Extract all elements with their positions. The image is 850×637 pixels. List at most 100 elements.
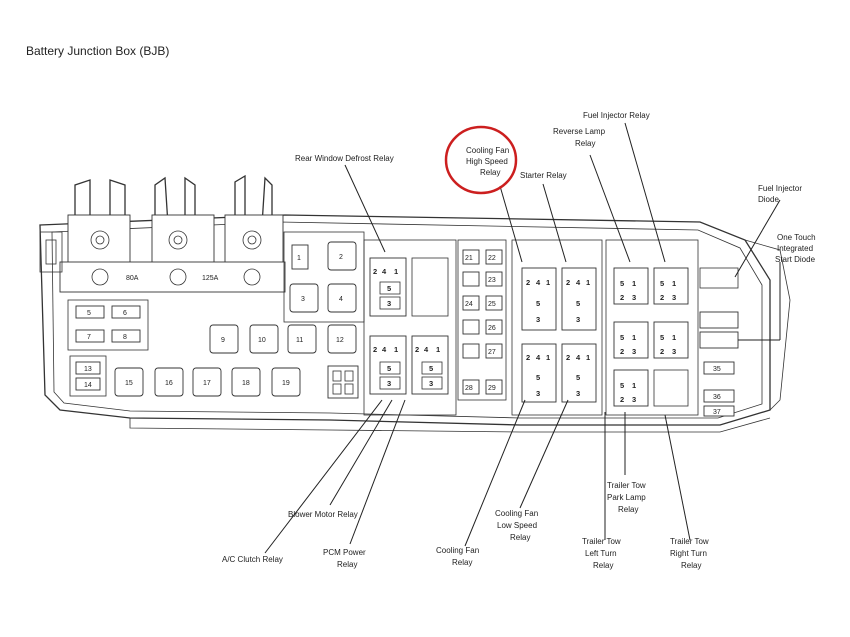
fuse-2: 2 bbox=[339, 254, 343, 261]
label-trailer-right-3: Relay bbox=[681, 561, 701, 570]
svg-text:1: 1 bbox=[672, 333, 676, 342]
svg-text:5: 5 bbox=[536, 373, 540, 382]
label-cooling-fan-high-3: Relay bbox=[480, 168, 500, 177]
label-fuel-injector-diode-1: Fuel Injector bbox=[758, 184, 802, 193]
svg-text:3: 3 bbox=[576, 315, 580, 324]
label-one-touch-3: Start Diode bbox=[775, 255, 816, 264]
label-trailer-park-2: Park Lamp bbox=[607, 493, 646, 502]
fuse-29: 29 bbox=[488, 385, 496, 392]
fuse-25: 25 bbox=[488, 301, 496, 308]
fuse-12: 12 bbox=[336, 337, 344, 344]
diode-and-fuse-column: 35 36 37 bbox=[699, 267, 739, 417]
fuse-80a: 80A bbox=[126, 275, 139, 282]
svg-text:4: 4 bbox=[382, 345, 387, 354]
label-cooling-fan-low-3: Relay bbox=[510, 533, 530, 542]
fuse-9: 9 bbox=[221, 337, 225, 344]
cartridge-fuse-top: 1 2 3 4 bbox=[283, 231, 365, 323]
svg-text:5: 5 bbox=[429, 364, 433, 373]
mega-fuse-block: 80A 125A bbox=[39, 174, 286, 293]
svg-text:2: 2 bbox=[620, 347, 624, 356]
label-cooling-fan-low-2: Low Speed bbox=[497, 521, 537, 530]
fuse-16: 16 bbox=[165, 380, 173, 387]
svg-text:4: 4 bbox=[536, 278, 541, 287]
svg-text:2: 2 bbox=[620, 293, 624, 302]
label-blower-motor-relay: Blower Motor Relay bbox=[288, 510, 358, 519]
label-cooling-fan-relay-1: Cooling Fan bbox=[436, 546, 479, 555]
svg-text:1: 1 bbox=[436, 345, 440, 354]
fuse-125a: 125A bbox=[202, 275, 219, 282]
fuse-17: 17 bbox=[203, 380, 211, 387]
diagram-title: Battery Junction Box (BJB) bbox=[26, 44, 169, 58]
fuse-37: 37 bbox=[713, 409, 721, 416]
fuse-7: 7 bbox=[87, 334, 91, 341]
svg-text:1: 1 bbox=[632, 279, 636, 288]
label-trailer-right-2: Right Turn bbox=[670, 549, 707, 558]
svg-text:4: 4 bbox=[382, 267, 387, 276]
relay-section-left: 2 4 1 5 3 2 4 1 5 3 2 4 1 5 3 bbox=[363, 239, 457, 416]
fuse-18: 18 bbox=[242, 380, 250, 387]
svg-text:5: 5 bbox=[387, 364, 391, 373]
label-pcm-power-2: Relay bbox=[337, 560, 357, 569]
label-trailer-left-3: Relay bbox=[593, 561, 613, 570]
label-fuel-injector-relay: Fuel Injector Relay bbox=[583, 111, 650, 120]
callout-labels: Rear Window Defrost Relay Cooling Fan Hi… bbox=[222, 111, 816, 570]
cartridge-fuse-row-lower: 15 16 17 18 19 bbox=[114, 367, 301, 397]
svg-text:1: 1 bbox=[586, 278, 590, 287]
fuse-4: 4 bbox=[339, 296, 343, 303]
svg-text:5: 5 bbox=[620, 279, 624, 288]
svg-text:5: 5 bbox=[620, 333, 624, 342]
label-trailer-park-3: Relay bbox=[618, 505, 638, 514]
label-one-touch-2: Integrated bbox=[777, 244, 813, 253]
svg-text:2: 2 bbox=[620, 395, 624, 404]
fuse-28: 28 bbox=[465, 385, 473, 392]
label-ac-clutch-relay: A/C Clutch Relay bbox=[222, 555, 283, 564]
fuse-14: 14 bbox=[84, 382, 92, 389]
svg-text:2: 2 bbox=[373, 267, 377, 276]
svg-text:5: 5 bbox=[660, 279, 664, 288]
label-cooling-fan-high-2: High Speed bbox=[466, 157, 508, 166]
fuse-1: 1 bbox=[297, 255, 301, 262]
svg-text:5: 5 bbox=[576, 373, 580, 382]
svg-text:1: 1 bbox=[546, 278, 550, 287]
svg-text:3: 3 bbox=[536, 389, 540, 398]
svg-text:3: 3 bbox=[387, 299, 391, 308]
label-cooling-fan-relay-2: Relay bbox=[452, 558, 472, 567]
svg-text:5: 5 bbox=[576, 299, 580, 308]
highlight-circle bbox=[444, 125, 518, 195]
label-pcm-power-1: PCM Power bbox=[323, 548, 366, 557]
svg-text:5: 5 bbox=[660, 333, 664, 342]
small-fuse-group: 5 6 7 8 13 14 bbox=[67, 299, 149, 397]
svg-text:3: 3 bbox=[576, 389, 580, 398]
fuse-21: 21 bbox=[465, 255, 473, 262]
svg-text:4: 4 bbox=[424, 345, 429, 354]
fuse-8: 8 bbox=[123, 334, 127, 341]
ac-clutch-relay-block bbox=[327, 365, 359, 399]
label-rear-window-defrost-relay: Rear Window Defrost Relay bbox=[295, 154, 394, 163]
svg-text:5: 5 bbox=[387, 284, 391, 293]
label-cooling-fan-high-1: Cooling Fan bbox=[466, 146, 509, 155]
fuse-24: 24 bbox=[465, 301, 473, 308]
svg-text:2: 2 bbox=[566, 353, 570, 362]
fuse-26: 26 bbox=[488, 325, 496, 332]
junction-box-outline bbox=[39, 214, 791, 433]
svg-text:3: 3 bbox=[632, 293, 636, 302]
fuse-13: 13 bbox=[84, 366, 92, 373]
svg-text:2: 2 bbox=[566, 278, 570, 287]
svg-text:3: 3 bbox=[632, 347, 636, 356]
svg-text:2: 2 bbox=[660, 347, 664, 356]
label-trailer-right-1: Trailer Tow bbox=[670, 537, 709, 546]
svg-text:3: 3 bbox=[387, 379, 391, 388]
fuse-11: 11 bbox=[296, 337, 303, 344]
fuse-22: 22 bbox=[488, 255, 496, 262]
svg-text:2: 2 bbox=[526, 353, 530, 362]
label-trailer-left-1: Trailer Tow bbox=[582, 537, 621, 546]
label-fuel-injector-diode-2: Diode bbox=[758, 195, 779, 204]
svg-text:4: 4 bbox=[576, 278, 581, 287]
svg-text:2: 2 bbox=[373, 345, 377, 354]
svg-text:5: 5 bbox=[620, 381, 624, 390]
svg-text:3: 3 bbox=[536, 315, 540, 324]
svg-text:3: 3 bbox=[672, 347, 676, 356]
cartridge-fuse-row-middle: 9 10 11 12 bbox=[209, 324, 357, 354]
svg-text:1: 1 bbox=[546, 353, 550, 362]
